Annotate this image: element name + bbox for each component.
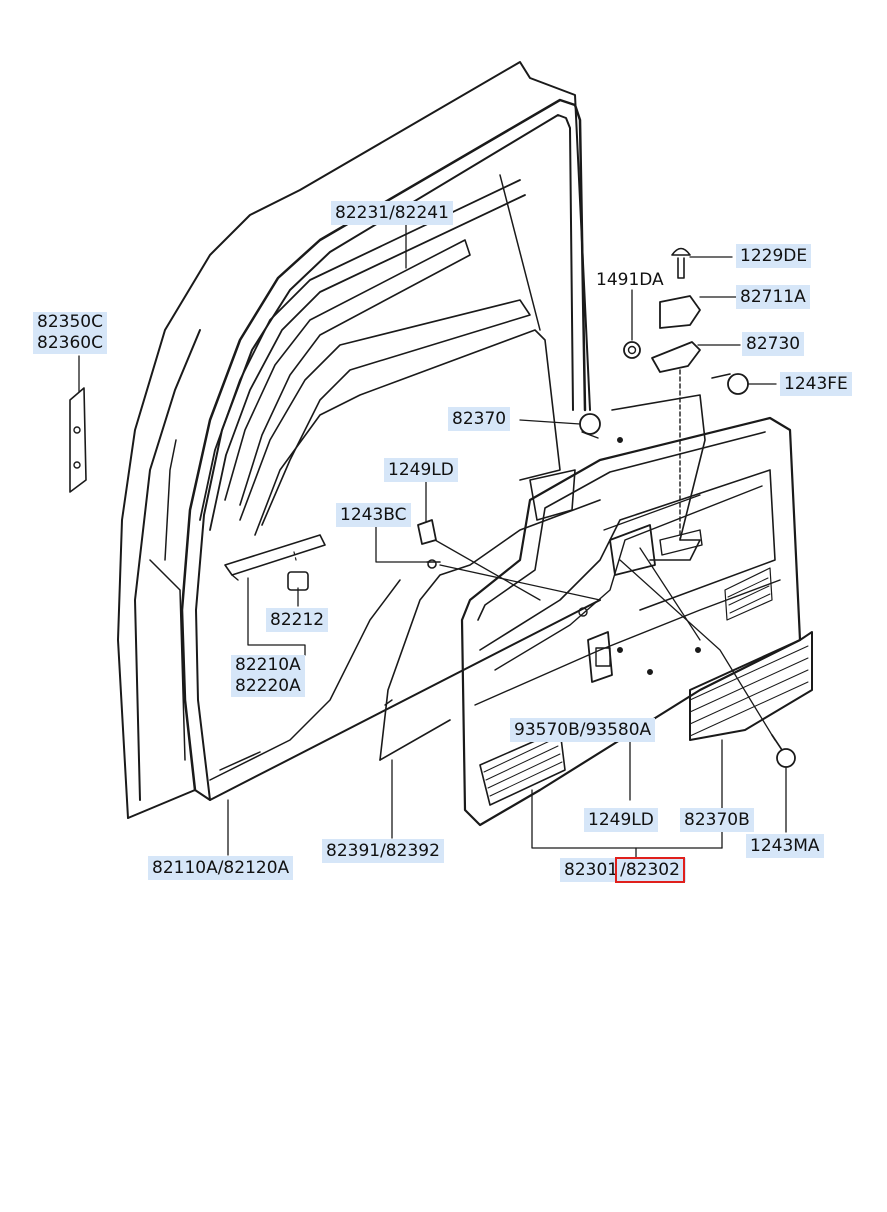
label-82350c-82360c[interactable]: 82350C 82360C <box>33 312 107 354</box>
armrest-pad <box>689 631 813 741</box>
leader-lines <box>78 224 787 859</box>
door-trim-panel <box>460 416 802 827</box>
screw-1243bc <box>426 559 441 569</box>
mirror-bracket <box>69 387 87 493</box>
label-82210a-82220a[interactable]: 82210A 82220A <box>231 655 305 697</box>
bolt-1249ld <box>417 519 437 545</box>
screw-1243fe <box>711 373 749 395</box>
label-1249ld-top[interactable]: 1249LD <box>384 458 458 482</box>
label-82210a: 82210A <box>235 655 301 675</box>
bracket-82730 <box>651 341 701 373</box>
label-82110a-82120a[interactable]: 82110A/82120A <box>148 856 294 880</box>
fastener-1229de <box>671 247 691 279</box>
label-82302: 82302 <box>625 860 680 880</box>
door-shell <box>117 61 591 819</box>
window-run-channel <box>199 174 561 536</box>
grommet-82370 <box>579 413 601 439</box>
label-82360c: 82360C <box>37 333 103 353</box>
label-1243fe[interactable]: 1243FE <box>780 372 852 396</box>
nut-1491da <box>623 341 641 359</box>
label-1243ma[interactable]: 1243MA <box>746 834 824 858</box>
label-1243bc[interactable]: 1243BC <box>336 503 411 527</box>
label-82301: 82301 <box>564 860 619 880</box>
label-82301-82302[interactable]: 82301/82302 <box>560 857 686 883</box>
label-82302-selected[interactable]: /82302 <box>615 857 685 883</box>
label-1229de[interactable]: 1229DE <box>736 244 812 268</box>
handle-bracket <box>611 369 706 561</box>
label-82350c: 82350C <box>37 312 103 332</box>
label-93570b-93580a[interactable]: 93570B/93580A <box>510 718 656 742</box>
clip-82711a <box>659 295 701 329</box>
label-82220a: 82220A <box>235 676 301 696</box>
label-82391-82392[interactable]: 82391/82392 <box>322 839 444 863</box>
sealing-sheet <box>379 499 601 761</box>
belt-molding <box>224 534 326 591</box>
label-1249ld-bottom[interactable]: 1249LD <box>584 808 658 832</box>
label-82212[interactable]: 82212 <box>266 608 329 632</box>
label-1491da[interactable]: 1491DA <box>596 270 664 290</box>
label-82730[interactable]: 82730 <box>742 332 805 356</box>
label-slash: / <box>620 860 626 880</box>
label-82231-82241[interactable]: 82231/82241 <box>331 201 453 225</box>
label-82370[interactable]: 82370 <box>448 407 511 431</box>
label-82370b[interactable]: 82370B <box>680 808 754 832</box>
label-82711a[interactable]: 82711A <box>736 285 810 309</box>
